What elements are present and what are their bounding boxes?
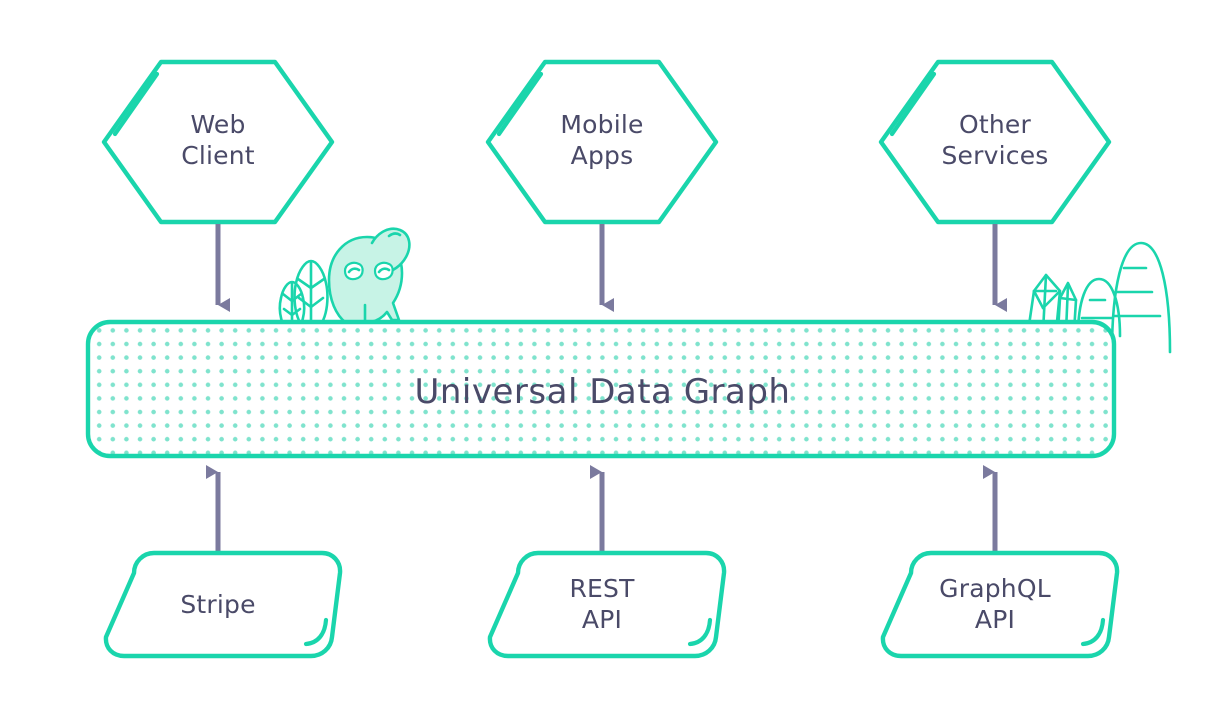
hill-icon	[1110, 241, 1172, 354]
hexagon-other-services[interactable]	[878, 59, 1112, 225]
hexagon-mobile-apps[interactable]	[485, 59, 719, 225]
box-rest-api[interactable]	[487, 550, 727, 659]
box-stripe[interactable]	[103, 550, 343, 659]
hexagon-web-client[interactable]	[101, 59, 335, 225]
box-graphql-api[interactable]	[880, 550, 1120, 659]
universal-data-graph-bar[interactable]	[85, 319, 1117, 459]
alien-mascot-icon	[327, 227, 411, 332]
